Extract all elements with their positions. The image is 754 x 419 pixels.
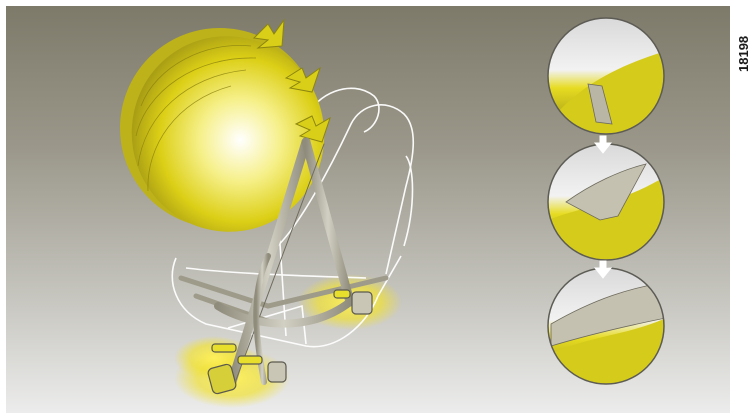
illustration-panel: [6, 6, 730, 413]
detail-step-3: [546, 266, 666, 386]
detail-step-1: [546, 16, 666, 136]
figure-reference-code: 18198: [734, 12, 754, 72]
airbag-seat-belt-illustration: [6, 6, 730, 413]
detail-step-2: [546, 142, 666, 262]
